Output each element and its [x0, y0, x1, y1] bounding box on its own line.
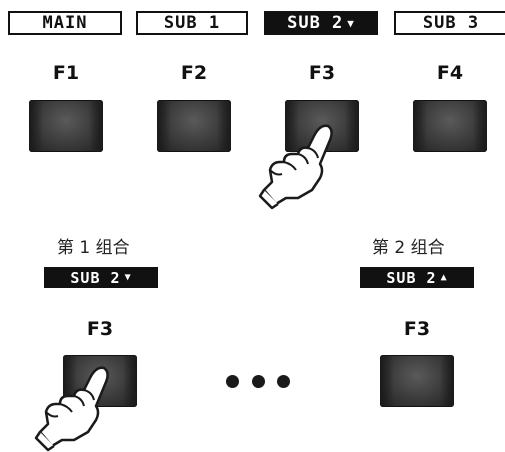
- ellipsis-dot: [251, 374, 265, 388]
- group-1-key-label: F3: [86, 318, 114, 340]
- group-1-label: 第 1 组合: [57, 238, 130, 258]
- tab-sub-2[interactable]: SUB 2 ▼: [264, 11, 378, 35]
- up-arrow-icon: ▲: [440, 272, 448, 283]
- tab-sub-2-label: SUB 2: [287, 13, 344, 33]
- down-arrow-icon: ▼: [124, 272, 132, 283]
- group-1-badge: SUB 2 ▼: [44, 267, 158, 288]
- f1-label: F1: [52, 62, 80, 84]
- pointing-hand-icon: [258, 124, 333, 210]
- tab-sub-2-dropdown-arrow-icon: ▼: [347, 16, 355, 30]
- tab-sub-3[interactable]: SUB 3: [394, 11, 505, 35]
- ellipsis-dot: [226, 374, 239, 388]
- group-2-badge: SUB 2 ▲: [360, 267, 474, 288]
- ellipsis-dot: [277, 374, 290, 388]
- tab-sub-3-label: SUB 3: [422, 13, 480, 33]
- f1-button[interactable]: [29, 100, 103, 152]
- f4-label: F4: [436, 62, 464, 84]
- group-2-f3-button[interactable]: [380, 355, 454, 407]
- tab-sub-1[interactable]: SUB 1: [136, 11, 248, 35]
- f4-button[interactable]: [413, 100, 487, 152]
- tab-main-label: MAIN: [42, 13, 88, 33]
- group-2-key-label: F3: [403, 318, 431, 340]
- f2-button[interactable]: [157, 100, 231, 152]
- group-2-label: 第 2 组合: [372, 238, 445, 258]
- group-2-badge-label: SUB 2: [386, 268, 437, 287]
- pointing-hand-icon: [34, 366, 109, 452]
- ellipsis-icon: [226, 373, 290, 389]
- f2-label: F2: [180, 62, 208, 84]
- tab-main[interactable]: MAIN: [8, 11, 122, 35]
- f3-label: F3: [308, 62, 336, 84]
- tab-sub-1-label: SUB 1: [163, 13, 221, 33]
- group-1-badge-label: SUB 2: [70, 268, 121, 287]
